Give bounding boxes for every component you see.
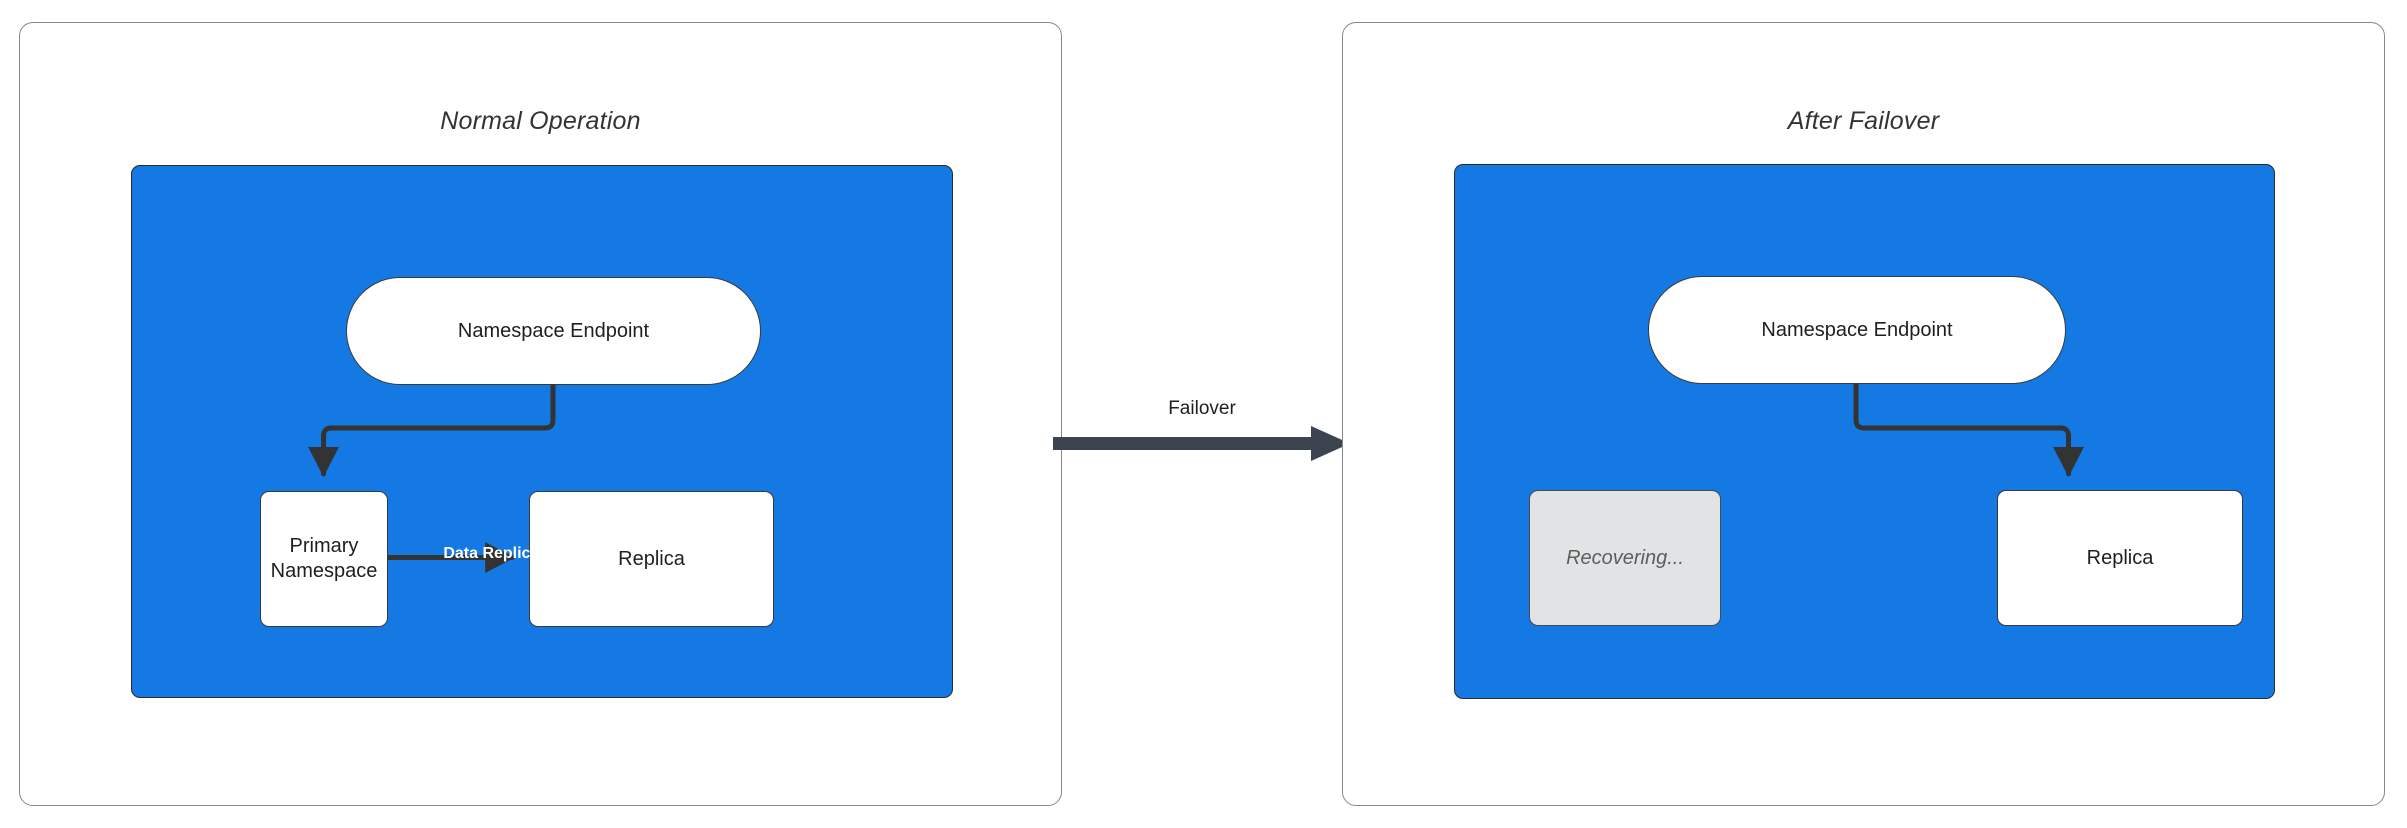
node-label: Namespace Endpoint: [457, 319, 650, 342]
node-label: Recovering...: [1566, 546, 1684, 569]
edge-endpoint-to-replica: [1853, 380, 2084, 477]
node-recovering[interactable]: Recovering...: [1529, 490, 1721, 626]
node-label: Namespace Endpoint: [1761, 318, 1953, 341]
node-namespace-endpoint-failover[interactable]: Namespace Endpoint: [1648, 276, 2066, 384]
node-label: Replica: [618, 547, 685, 570]
failover-transition: Failover: [1053, 398, 1351, 488]
cluster-failover-region: Namespace Endpoint Recovering... Replica: [1454, 164, 2275, 699]
failover-arrow-icon: [1053, 426, 1350, 461]
edge-label-data-replication: Data Replication: [443, 545, 569, 562]
panel-after-failover: After Failover Namespace Endpoint Recove…: [1342, 22, 2385, 806]
node-label: Primary Namespace: [271, 534, 378, 584]
node-primary-namespace[interactable]: Primary Namespace: [260, 491, 388, 627]
node-replica-failover[interactable]: Replica: [1997, 490, 2243, 626]
node-replica-normal[interactable]: Replica: [529, 491, 774, 627]
node-label: Replica: [2086, 546, 2154, 569]
edge-endpoint-to-primary: [308, 381, 556, 477]
cluster-primary-region: Namespace Endpoint Primary Namespace Rep…: [131, 165, 953, 698]
node-namespace-endpoint-normal[interactable]: Namespace Endpoint: [346, 277, 761, 385]
panel-title-after-failover: After Failover: [1787, 107, 1940, 135]
failover-label: Failover: [1168, 398, 1236, 419]
panel-normal-operation: Normal Operation Namespace Endpoint: [19, 22, 1062, 806]
node-label-line2: Namespace: [270, 560, 378, 582]
panel-title-normal-operation: Normal Operation: [440, 107, 641, 135]
node-label-line1: Primary: [289, 535, 359, 558]
